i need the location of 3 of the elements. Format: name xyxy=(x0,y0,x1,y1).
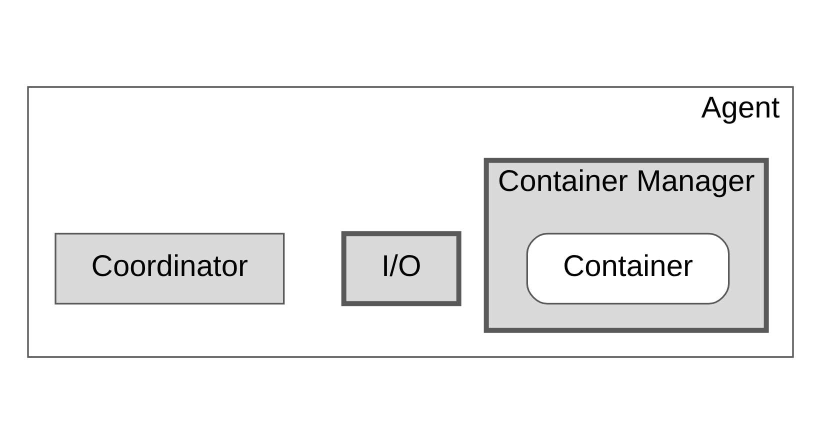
node-box: I/O xyxy=(341,230,462,306)
node-box: Container xyxy=(526,232,730,304)
node-box: Coordinator xyxy=(54,232,285,304)
